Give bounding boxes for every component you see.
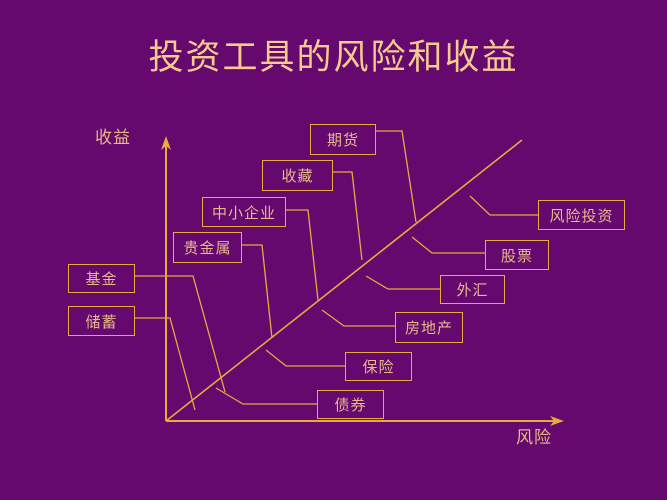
label-text-shoucang: 收藏	[281, 167, 314, 185]
label-text-guijinshu: 贵金属	[183, 239, 232, 257]
conn-waihui	[365, 275, 440, 290]
conn-fengxiantouzi	[469, 195, 538, 216]
label-box-gupiao[interactable]: 股票	[485, 240, 549, 270]
risk-return-trend-line	[165, 139, 523, 422]
label-box-shoucang[interactable]: 收藏	[262, 160, 333, 191]
x-axis-arrowhead	[550, 416, 564, 426]
label-text-zhongxiaoqiye: 中小企业	[211, 203, 276, 222]
conn-zhaiquan	[215, 387, 317, 405]
conn-gupiao	[411, 236, 485, 254]
label-box-fengxiantouzi[interactable]: 风险投资	[538, 200, 625, 230]
conn-jijin	[135, 275, 226, 393]
x-axis-label: 风险	[516, 428, 552, 448]
label-box-guijinshu[interactable]: 贵金属	[173, 232, 242, 263]
label-text-fangdichan: 房地产	[404, 319, 453, 337]
label-text-gupiao: 股票	[500, 246, 533, 265]
label-box-qihuo[interactable]: 期货	[310, 124, 376, 155]
label-text-jijin: 基金	[85, 270, 118, 288]
axis-group	[161, 136, 564, 426]
conn-qihuo	[376, 130, 417, 223]
label-box-chuxu[interactable]: 储蓄	[68, 306, 135, 336]
label-text-chuxu: 储蓄	[85, 312, 118, 331]
conn-baoxian	[265, 349, 345, 367]
label-box-baoxian[interactable]: 保险	[345, 352, 412, 381]
label-box-jijin[interactable]: 基金	[68, 264, 135, 293]
label-text-fengxiantouzi: 风险投资	[549, 206, 614, 225]
label-text-waihui: 外汇	[456, 281, 489, 299]
label-box-waihui[interactable]: 外汇	[440, 275, 505, 304]
y-axis-arrowhead	[161, 136, 171, 150]
conn-guijinshu	[242, 244, 273, 339]
conn-shoucang	[333, 171, 363, 261]
conn-fangdichan	[321, 309, 395, 327]
page-title: 投资工具的风险和收益	[148, 38, 519, 78]
label-box-zhaiquan[interactable]: 债券	[317, 390, 384, 419]
label-text-zhaiquan: 债券	[334, 396, 367, 414]
label-box-fangdichan[interactable]: 房地产	[395, 312, 463, 343]
label-box-zhongxiaoqiye[interactable]: 中小企业	[202, 197, 286, 227]
label-text-qihuo: 期货	[326, 131, 359, 149]
conn-chuxu	[135, 317, 196, 411]
label-text-baoxian: 保险	[362, 358, 395, 376]
conn-zhongxiaoqiye	[286, 209, 319, 301]
connector-group	[135, 130, 538, 411]
y-axis-label: 收益	[95, 128, 131, 148]
